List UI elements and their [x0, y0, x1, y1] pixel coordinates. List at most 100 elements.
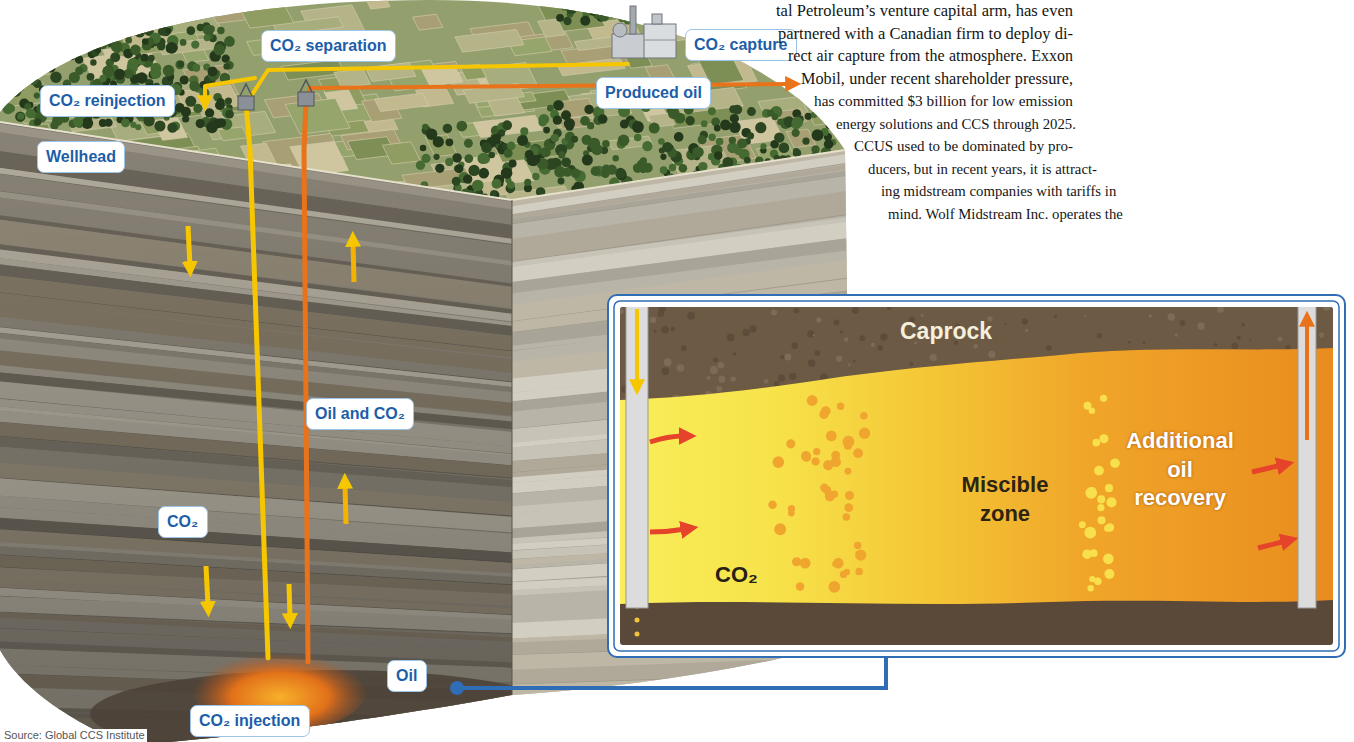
tree-cover — [24, 43, 33, 52]
tree-cover — [213, 44, 225, 56]
caprock-layer — [620, 308, 624, 314]
tree-cover — [37, 48, 44, 55]
rock-strata-cut — [512, 709, 852, 728]
tree-cover — [166, 42, 178, 54]
co2-bubbles — [1085, 487, 1097, 499]
callout-label: CO₂ — [158, 506, 208, 538]
caprock-layer — [733, 352, 737, 356]
caprock-layer — [880, 333, 888, 341]
farm-fields — [153, 117, 188, 140]
tree-cover — [607, 1, 614, 8]
capture-plant — [630, 6, 636, 34]
co2-pipeline — [246, 104, 268, 658]
tree-cover — [571, 169, 581, 179]
tree-cover — [114, 69, 125, 80]
tree-cover — [132, 101, 140, 109]
tree-cover — [59, 56, 66, 63]
tree-cover — [39, 55, 47, 63]
tree-cover — [456, 121, 467, 132]
text-holder: Mobil, under recent shareholder pressure… — [801, 69, 1073, 89]
co2-bubbles — [1100, 395, 1107, 402]
wellhead-equipment — [238, 80, 314, 110]
tree-cover — [701, 120, 708, 127]
tree-cover — [641, 102, 651, 112]
tree-cover — [563, 17, 571, 25]
caprock-layer — [742, 329, 750, 337]
tree-cover — [464, 154, 473, 163]
tree-cover — [61, 84, 70, 93]
co2-bubbles — [859, 428, 870, 439]
push-arrows — [650, 436, 684, 442]
tree-cover — [696, 13, 704, 21]
tree-cover — [24, 52, 33, 61]
tree-cover — [502, 120, 512, 130]
tree-cover — [811, 111, 817, 117]
callout-text: CO₂ injection — [199, 711, 301, 730]
tree-cover — [693, 147, 704, 158]
tree-cover — [747, 107, 756, 116]
injection-well — [635, 309, 639, 384]
caprock-layer — [1198, 322, 1205, 329]
tree-cover — [507, 181, 515, 189]
tree-cover — [99, 75, 106, 82]
tree-cover — [154, 120, 165, 131]
farm-fields — [382, 142, 420, 164]
tree-cover — [416, 161, 425, 170]
farm-fields — [135, 1, 170, 17]
wellhead-equipment — [298, 92, 314, 106]
co2-bubbles — [840, 571, 847, 578]
text-holder: Produced oil — [605, 83, 702, 102]
rock-strata — [0, 100, 520, 742]
article-text-line: ing midstream companies with tariffs in — [881, 181, 1116, 201]
tree-cover — [668, 4, 677, 13]
caprock-layer — [833, 319, 839, 325]
text-holder: Additional oil recovery — [1121, 427, 1239, 513]
tree-cover — [196, 119, 205, 128]
tree-cover — [618, 134, 630, 146]
co2-bubbles — [1104, 569, 1114, 579]
flow-arrows — [353, 242, 354, 282]
tree-cover — [774, 132, 784, 142]
co2-bubbles — [1098, 516, 1106, 524]
tree-cover — [10, 59, 18, 67]
caprock-layer — [840, 330, 843, 333]
tree-cover — [50, 121, 58, 129]
tree-cover — [674, 16, 681, 23]
tree-cover — [155, 102, 164, 111]
tree-cover — [8, 25, 18, 35]
farm-fields — [7, 56, 56, 78]
tree-cover — [812, 129, 824, 141]
tree-cover — [72, 103, 80, 111]
tree-cover — [673, 5, 680, 12]
caprock-layer — [973, 344, 977, 348]
caprock-layer — [871, 343, 875, 347]
tree-cover — [15, 39, 24, 48]
co2-bubbles — [855, 568, 863, 576]
callout-text: CO₂ separation — [270, 36, 387, 55]
callout-label: CO₂ separation — [261, 30, 396, 62]
tree-cover — [217, 27, 224, 34]
inset-label: Miscible zone — [950, 471, 1060, 528]
tree-cover — [714, 151, 722, 159]
tree-cover — [693, 2, 703, 12]
caprock-layer — [954, 341, 958, 345]
tree-cover — [422, 124, 428, 130]
tree-cover — [582, 154, 593, 165]
text-holder: partnered with a Canadian firm to deploy… — [778, 24, 1073, 44]
tree-cover — [0, 83, 8, 92]
tree-cover — [189, 81, 200, 92]
text-holder: mind. Wolf Midstream Inc. operates the — [888, 204, 1123, 224]
tree-cover — [217, 98, 224, 105]
text-holder: Caprock — [900, 317, 992, 347]
co2-bubbles — [1103, 554, 1114, 565]
caprock-layer — [659, 307, 666, 312]
caprock-layer — [853, 359, 856, 362]
tree-cover — [1, 30, 13, 42]
inset-pointer — [457, 658, 886, 688]
caprock-layer — [816, 317, 821, 322]
tree-cover — [63, 34, 69, 40]
tree-cover — [652, 3, 658, 9]
tree-cover — [579, 5, 586, 12]
co2-bubbles — [786, 439, 795, 448]
